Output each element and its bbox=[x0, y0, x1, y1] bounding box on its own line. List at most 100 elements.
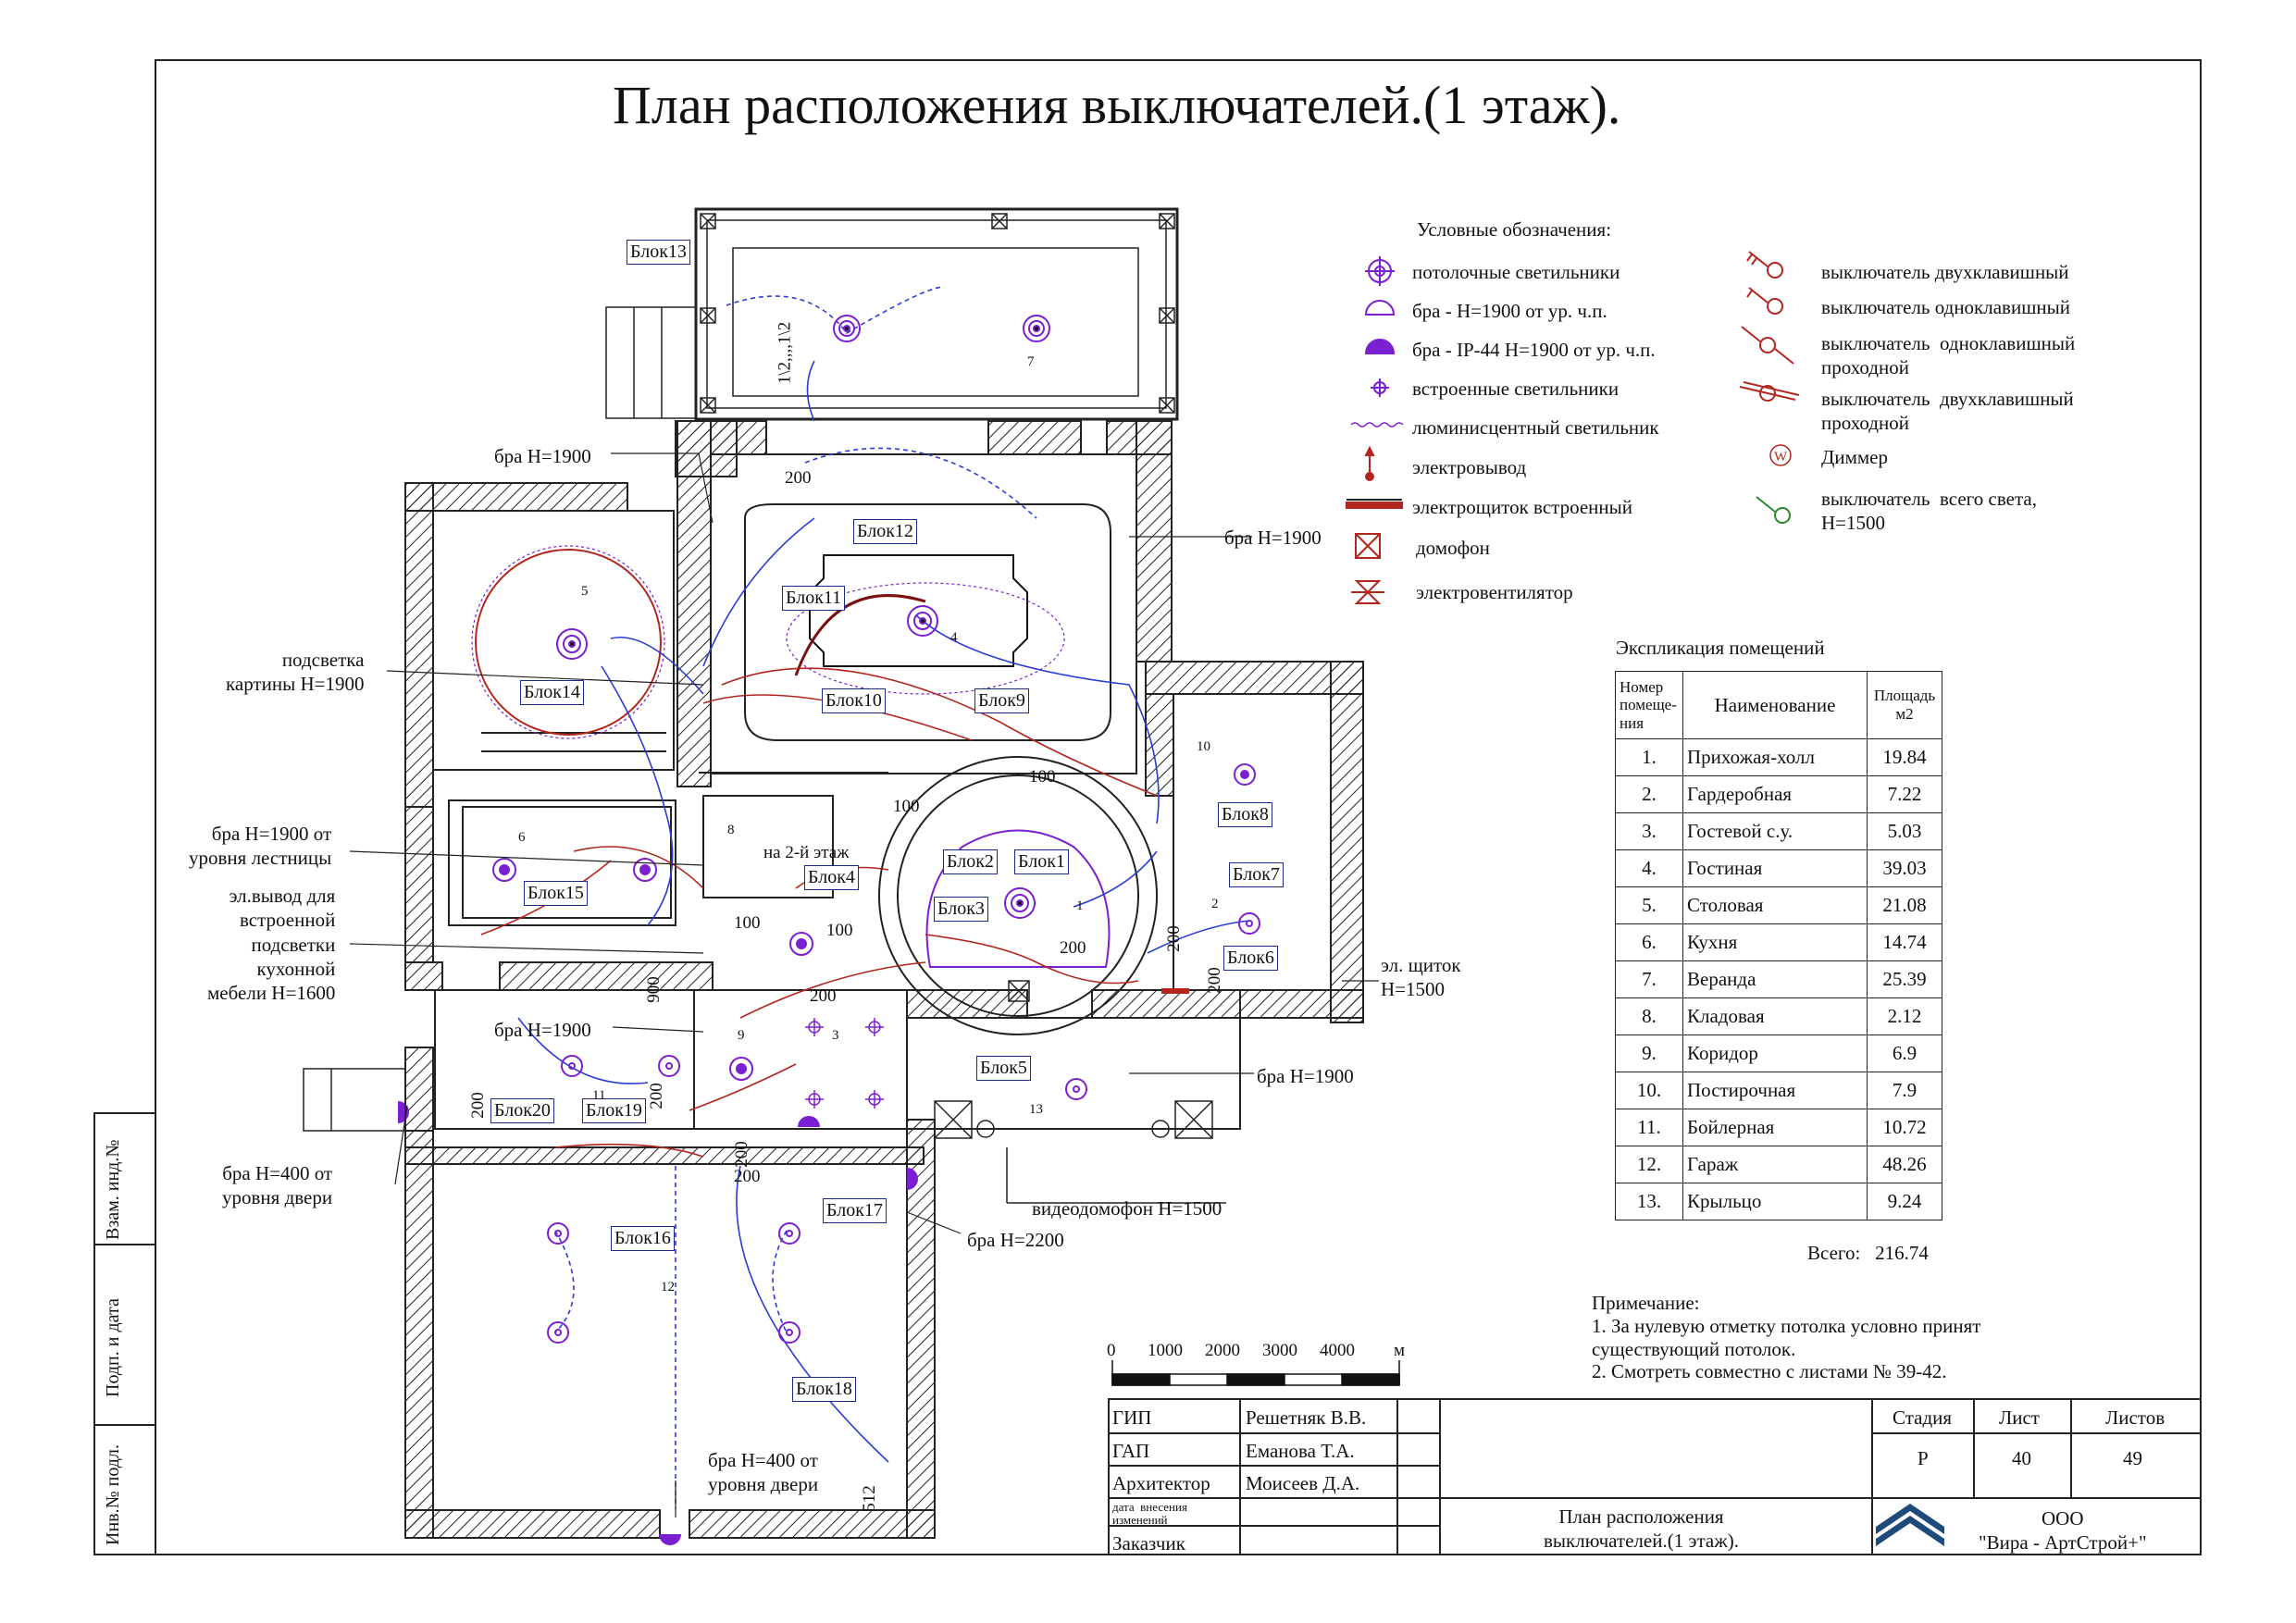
wall-sconce bbox=[798, 1116, 820, 1127]
total-value: 216.74 bbox=[1875, 1242, 1929, 1264]
dimension-label: 200 bbox=[785, 468, 812, 488]
legend-label-recessed: встроенные светильники bbox=[1412, 378, 1620, 400]
single-switch-icon bbox=[1746, 287, 1783, 315]
ceiling-light bbox=[1023, 315, 1050, 342]
legend-label-master-switch: выключатель всего света, Н=1500 bbox=[1821, 488, 2037, 535]
fan-icon bbox=[1351, 580, 1384, 604]
ceiling-light bbox=[561, 1055, 583, 1077]
cell-name: Гараж bbox=[1682, 1146, 1868, 1183]
ceiling-light bbox=[778, 1222, 800, 1245]
cell-area: 10.72 bbox=[1867, 1109, 1942, 1146]
explication-heading: Экспликация помещений bbox=[1616, 637, 1825, 659]
block-label: Блок8 bbox=[1218, 802, 1272, 827]
callout-sconce-2200: бра Н=2200 bbox=[967, 1229, 1064, 1251]
dimension-label: 100 bbox=[826, 921, 853, 940]
legend-label-outlet: электровывод bbox=[1412, 456, 1527, 478]
legend-label-single-switch: выключатель одноклавишный bbox=[1821, 296, 2070, 318]
floor-plan bbox=[303, 207, 1379, 1545]
cell-name: Крыльцо bbox=[1682, 1183, 1868, 1220]
dimension-label: 100 bbox=[1029, 767, 1056, 787]
callout-door-sconce: бра Н=400 от уровня двери bbox=[222, 1162, 333, 1209]
ceiling-light bbox=[492, 858, 516, 882]
block-label: Блок3 bbox=[934, 897, 988, 922]
stamp-person: Моисеев Д.А. bbox=[1246, 1472, 1360, 1494]
ceiling-light bbox=[833, 315, 861, 342]
wall-sconce bbox=[398, 1101, 409, 1123]
cell-num: 6. bbox=[1615, 923, 1683, 961]
block-label: Блок5 bbox=[976, 1056, 1031, 1081]
svg-text:W: W bbox=[1774, 450, 1788, 465]
recessed-light bbox=[805, 1018, 824, 1036]
dimension-label: 200 bbox=[810, 986, 837, 1006]
veranda-outline bbox=[694, 207, 1179, 421]
title-block bbox=[1108, 1398, 2202, 1555]
intercom-icon bbox=[1355, 533, 1381, 559]
room-number: 1 bbox=[1076, 898, 1084, 913]
electrical-panel-icon bbox=[1346, 499, 1403, 509]
scale-bar bbox=[1111, 1360, 1400, 1386]
recessed-light bbox=[805, 1090, 824, 1109]
legend-label-fan: электровентилятор bbox=[1416, 581, 1573, 603]
stamp-person: Еманова Т.А. bbox=[1246, 1440, 1355, 1462]
cell-name: Кладовая bbox=[1682, 997, 1868, 1035]
legend-label-double-switch: выключатель двухклавишный bbox=[1821, 261, 2069, 283]
company-logo bbox=[1876, 1501, 1944, 1553]
double-passthrough-switch-icon bbox=[1739, 381, 1800, 402]
block-label: Блок20 bbox=[490, 1098, 554, 1123]
legend-label-fluorescent: люминисцентный светильник bbox=[1412, 416, 1659, 439]
stamp-role: Заказчик bbox=[1112, 1532, 1185, 1555]
side-strip bbox=[93, 1112, 156, 1555]
stamp-stage-label: Стадия bbox=[1893, 1406, 1953, 1429]
dimension-label: 512 bbox=[859, 1485, 879, 1512]
double-switch-icon bbox=[1746, 251, 1783, 279]
cell-name: Веранда bbox=[1682, 960, 1868, 998]
room-number: 2 bbox=[1211, 897, 1219, 911]
stamp-role: ГАП bbox=[1112, 1440, 1150, 1462]
ceiling-light bbox=[1238, 912, 1260, 935]
electrical-panel bbox=[1161, 988, 1189, 994]
ceiling-light bbox=[729, 1057, 753, 1081]
cell-area: 7.22 bbox=[1867, 775, 1942, 813]
room-number: 6 bbox=[518, 830, 526, 845]
legend-icons: W bbox=[1346, 251, 1800, 604]
stamp-drawing-name: План расположения выключателей.(1 этаж). bbox=[1544, 1505, 1739, 1553]
room-number: 12 bbox=[661, 1280, 675, 1295]
cell-num: 7. bbox=[1615, 960, 1683, 998]
cell-area: 39.03 bbox=[1867, 849, 1942, 887]
cell-name: Гардеробная bbox=[1682, 775, 1868, 813]
cell-name: Столовая bbox=[1682, 886, 1868, 924]
power-outlet-icon bbox=[1364, 445, 1375, 481]
dimension-label: 100 bbox=[734, 913, 761, 933]
single-passthrough-switch-icon bbox=[1741, 326, 1794, 365]
cell-num: 4. bbox=[1615, 849, 1683, 887]
room-number: 10 bbox=[1197, 739, 1210, 754]
ceiling-light bbox=[633, 858, 657, 882]
cell-name: Коридор bbox=[1682, 1035, 1868, 1072]
ceiling-light bbox=[547, 1321, 569, 1344]
wall-sconce-ip44-icon bbox=[1364, 339, 1396, 354]
callout-sconce: бра Н=1900 bbox=[494, 445, 591, 467]
wall-sconce bbox=[659, 1534, 681, 1545]
cell-num: 1. bbox=[1615, 738, 1683, 776]
dimension-label: 200 bbox=[1163, 925, 1184, 952]
col-number: Номер помеще- ния bbox=[1615, 671, 1683, 739]
dimension-label: 200 bbox=[467, 1092, 488, 1119]
scale-tick: 3000 bbox=[1262, 1341, 1297, 1360]
cell-name: Бойлерная bbox=[1682, 1109, 1868, 1146]
block-label: Блок19 bbox=[582, 1098, 646, 1123]
room-number: 9 bbox=[738, 1028, 745, 1043]
block-label: Блок4 bbox=[804, 865, 859, 890]
cell-num: 10. bbox=[1615, 1072, 1683, 1109]
ceiling-light bbox=[1004, 887, 1036, 919]
cell-area: 5.03 bbox=[1867, 812, 1942, 850]
room-number: 11 bbox=[592, 1088, 606, 1103]
block-label: Блок13 bbox=[627, 240, 690, 265]
legend-label-sconce: бра - Н=1900 от ур. ч.п. bbox=[1412, 300, 1607, 322]
legend-label-panel: электрощиток встроенный bbox=[1412, 496, 1633, 518]
dimension-label: 900 bbox=[643, 976, 664, 1003]
